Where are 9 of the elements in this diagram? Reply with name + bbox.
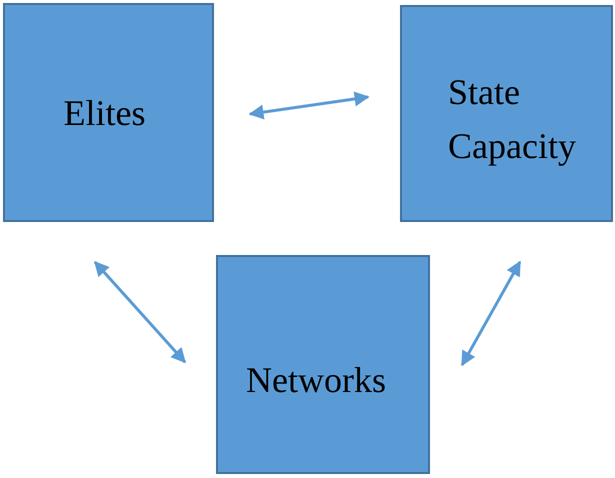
concept-box (216, 255, 430, 474)
double-arrow (248, 92, 370, 120)
box-label: State Capacity (448, 71, 577, 168)
box-label: Networks (246, 359, 386, 402)
box-label: Elites (64, 92, 146, 134)
concept-box (3, 3, 214, 222)
double-arrow (94, 260, 186, 364)
concept-box (400, 5, 613, 222)
double-arrow (460, 260, 522, 366)
